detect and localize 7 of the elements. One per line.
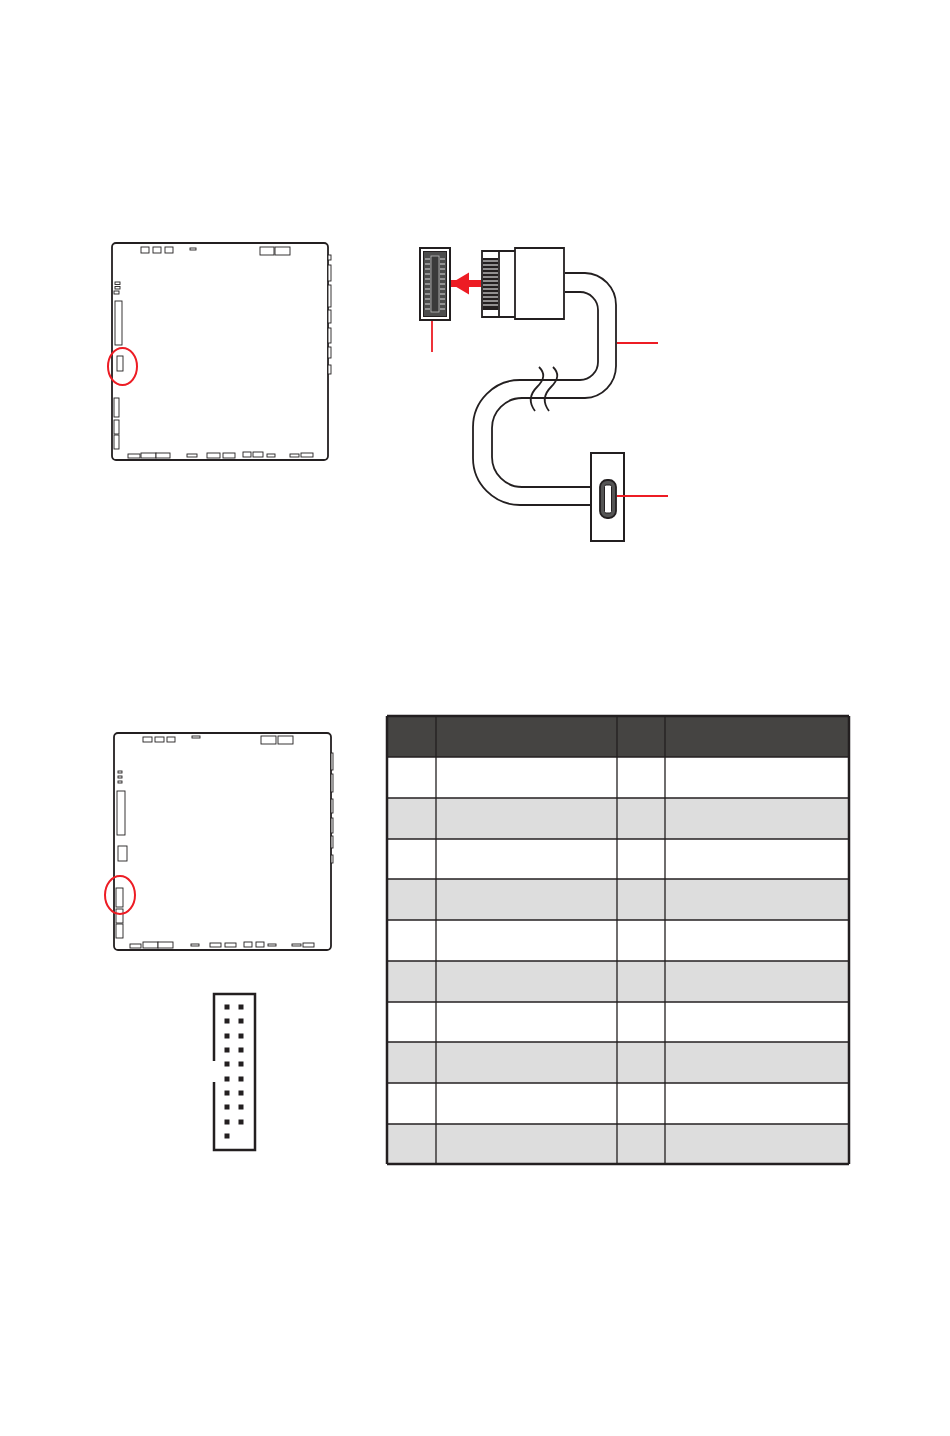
header-socket bbox=[419, 247, 451, 321]
usb-c-port bbox=[599, 479, 617, 519]
cable bbox=[472, 272, 617, 506]
leader-line bbox=[431, 320, 433, 353]
cable-plug bbox=[481, 247, 565, 320]
leader-line bbox=[616, 495, 669, 497]
leader-line bbox=[616, 342, 659, 344]
